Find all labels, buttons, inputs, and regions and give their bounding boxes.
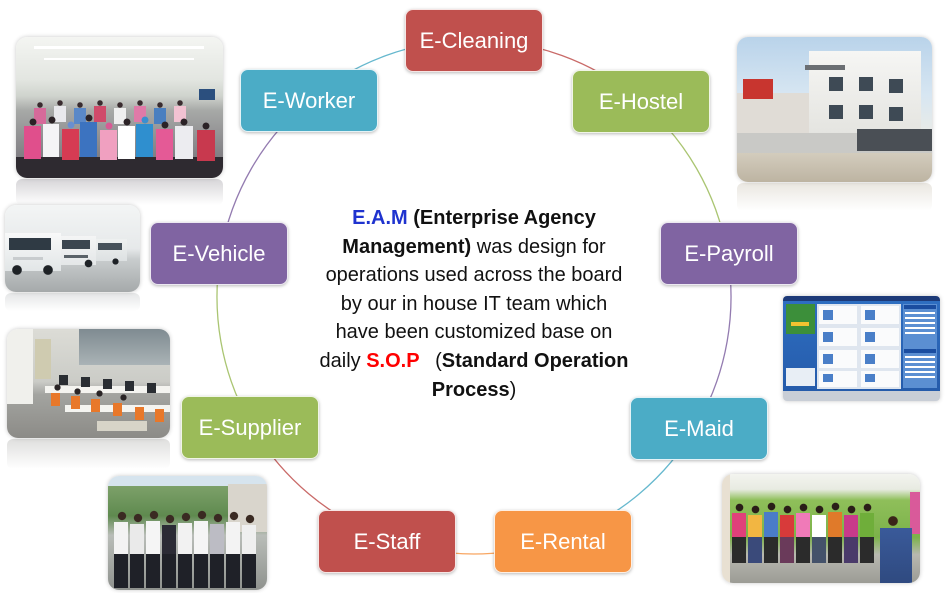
node-e-payroll: E-Payroll xyxy=(660,222,798,285)
standard-operation-text: Standard Operation xyxy=(441,349,629,372)
center-description: E.A.M (Enterprise Agency Management) was… xyxy=(254,204,694,404)
description-line: have been customized base on xyxy=(335,321,613,344)
description-line: by our in house IT team which xyxy=(340,292,608,315)
description-line: E.A.M (Enterprise Agency xyxy=(254,204,694,233)
process-text: Process xyxy=(431,378,510,401)
node-label: E-Rental xyxy=(520,528,606,554)
photo-reflection xyxy=(16,179,223,205)
description-line: Management) was design for xyxy=(254,233,694,262)
node-label: E-Cleaning xyxy=(419,27,529,53)
node-e-maid: E-Maid xyxy=(630,397,768,460)
node-e-supplier: E-Supplier xyxy=(181,396,319,459)
photo-reflection xyxy=(7,439,170,469)
management-text: Management) xyxy=(342,235,472,258)
photo-vans xyxy=(5,205,140,292)
node-e-vehicle: E-Vehicle xyxy=(150,222,288,285)
was-design-text: was design for xyxy=(476,235,606,258)
paren-open: ( xyxy=(435,349,442,372)
sop-acronym: S.O.P xyxy=(366,349,420,372)
photo-maids-group xyxy=(722,474,920,583)
photo-hostel-building xyxy=(737,37,932,182)
node-e-worker: E-Worker xyxy=(240,69,378,132)
photo-reflection xyxy=(737,183,932,211)
node-label: E-Worker xyxy=(262,87,356,113)
photo-reflection xyxy=(5,293,140,311)
enterprise-text: (Enterprise Agency xyxy=(413,207,596,229)
photo-software-screen xyxy=(783,296,940,401)
node-label: E-Staff xyxy=(353,528,421,554)
node-e-staff: E-Staff xyxy=(318,510,456,573)
node-label: E-Supplier xyxy=(198,414,302,440)
eam-acronym: E.A.M xyxy=(352,207,408,229)
node-label: E-Payroll xyxy=(684,240,774,266)
photo-staff-group xyxy=(108,476,267,590)
description-line: Process) xyxy=(254,376,694,405)
photo-workers-hall xyxy=(16,37,223,178)
node-label: E-Vehicle xyxy=(172,240,266,266)
photo-office xyxy=(7,329,170,438)
node-e-cleaning: E-Cleaning xyxy=(405,9,543,72)
daily-text: daily xyxy=(319,349,361,372)
node-e-rental: E-Rental xyxy=(494,510,632,573)
paren-close: ) xyxy=(509,378,517,401)
node-label: E-Maid xyxy=(664,415,734,441)
description-line: operations used across the board xyxy=(325,264,623,287)
description-line: daily S.O.P (Standard Operation xyxy=(254,347,694,376)
node-label: E-Hostel xyxy=(598,88,684,114)
node-e-hostel: E-Hostel xyxy=(572,70,710,133)
